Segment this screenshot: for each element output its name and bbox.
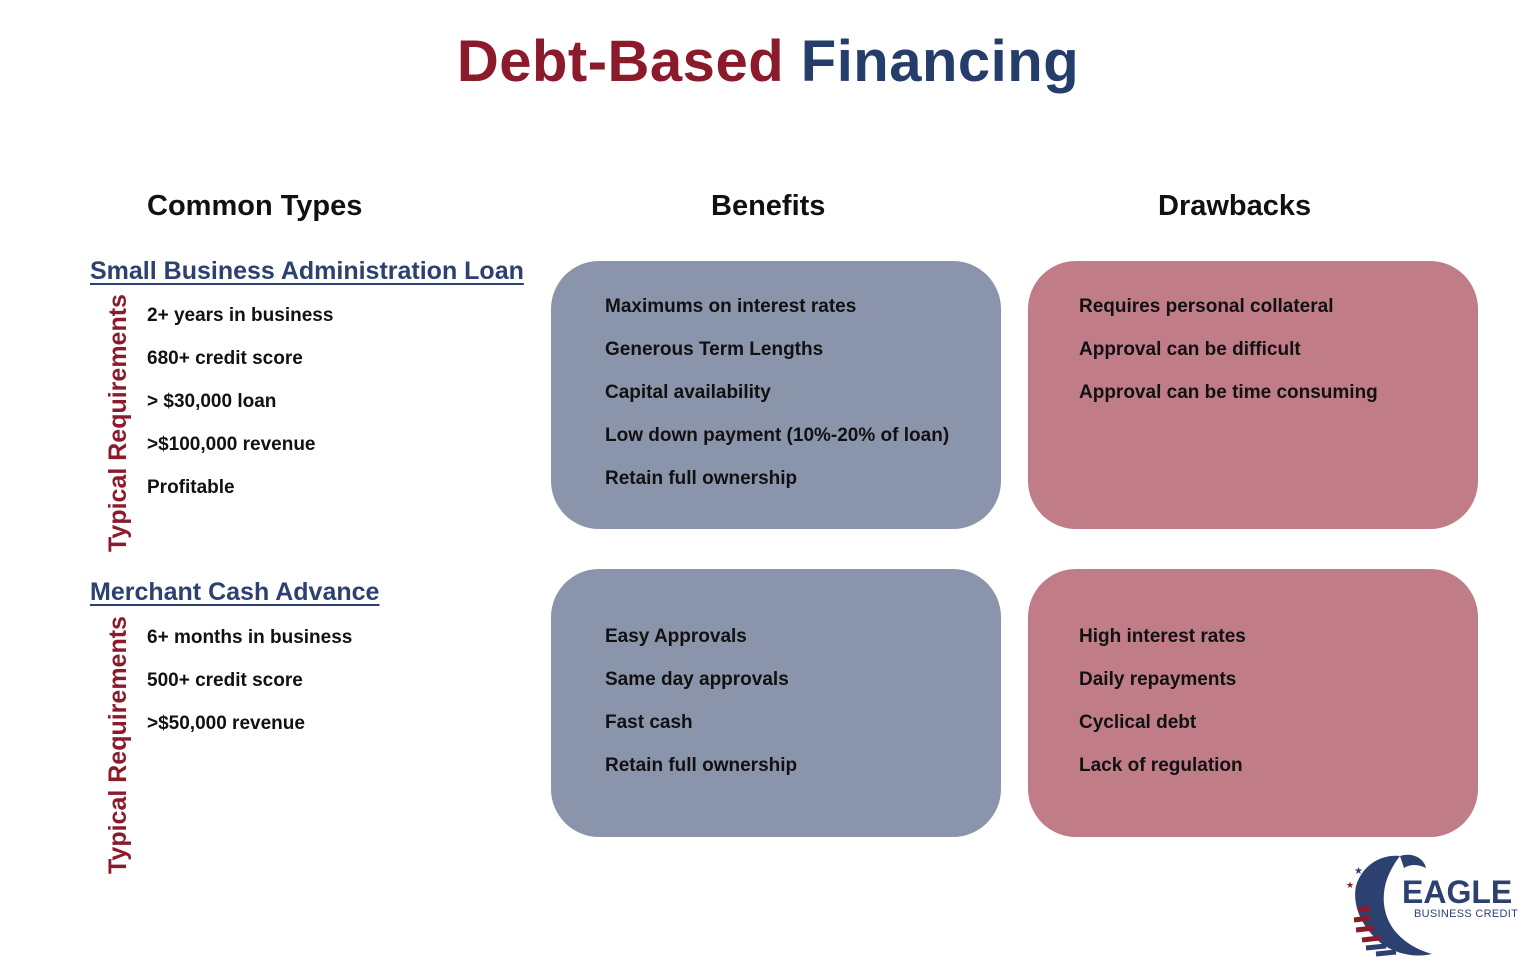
benefit-item: Retain full ownership — [605, 468, 798, 489]
benefits-box-mca: Easy Approvals Same day approvals Fast c… — [551, 569, 1001, 837]
requirement-item: >$50,000 revenue — [147, 713, 305, 734]
svg-text:★: ★ — [1354, 866, 1363, 877]
page-title: Debt-Based Financing — [0, 28, 1536, 95]
benefit-item: Capital availability — [605, 382, 771, 403]
logo-tagline: BUSINESS CREDIT — [1414, 908, 1519, 920]
drawback-item: Daily repayments — [1079, 669, 1237, 690]
requirement-item: 500+ credit score — [147, 670, 303, 691]
drawback-item: High interest rates — [1079, 626, 1246, 647]
requirement-item: Profitable — [147, 477, 235, 498]
drawback-item: Lack of regulation — [1079, 755, 1243, 776]
requirement-item: 680+ credit score — [147, 348, 303, 369]
requirement-item: 2+ years in business — [147, 305, 334, 326]
requirements-list-mca: 6+ months in business 500+ credit score … — [147, 626, 352, 755]
column-header-benefits: Benefits — [711, 190, 826, 222]
svg-text:★: ★ — [1346, 880, 1354, 890]
requirements-list-sba: 2+ years in business 680+ credit score >… — [147, 304, 333, 519]
column-header-common-types: Common Types — [147, 190, 363, 222]
typical-requirements-label: Typical Requirements — [104, 294, 132, 552]
benefit-item: Low down payment (10%-20% of loan) — [605, 425, 950, 446]
logo-name: EAGLE — [1402, 874, 1513, 910]
requirement-item: >$100,000 revenue — [147, 434, 316, 455]
type-title-merchant-cash-advance: Merchant Cash Advance — [90, 578, 380, 606]
benefit-item: Retain full ownership — [605, 755, 798, 776]
benefit-item: Fast cash — [605, 712, 693, 733]
eagle-icon: ★ ★ — [1346, 854, 1432, 957]
benefit-item: Generous Term Lengths — [605, 339, 824, 360]
benefit-item: Easy Approvals — [605, 626, 747, 647]
benefit-item: Maximums on interest rates — [605, 296, 857, 317]
requirement-item: 6+ months in business — [147, 627, 353, 648]
drawback-item: Approval can be difficult — [1079, 339, 1301, 360]
typical-requirements-label: Typical Requirements — [104, 616, 132, 874]
drawback-item: Approval can be time consuming — [1079, 382, 1378, 403]
drawbacks-box-mca: High interest rates Daily repayments Cyc… — [1028, 569, 1478, 837]
requirement-item: > $30,000 loan — [147, 391, 277, 412]
drawbacks-box-sba: Requires personal collateral Approval ca… — [1028, 261, 1478, 529]
drawback-item: Requires personal collateral — [1079, 296, 1334, 317]
benefits-box-sba: Maximums on interest rates Generous Term… — [551, 261, 1001, 529]
type-title-sba-loan: Small Business Administration Loan — [90, 257, 524, 285]
title-part-debt-based: Debt-Based — [456, 29, 785, 94]
column-header-drawbacks: Drawbacks — [1158, 190, 1312, 222]
benefit-item: Same day approvals — [605, 669, 789, 690]
title-part-financing: Financing — [800, 29, 1080, 94]
drawback-item: Cyclical debt — [1079, 712, 1197, 733]
